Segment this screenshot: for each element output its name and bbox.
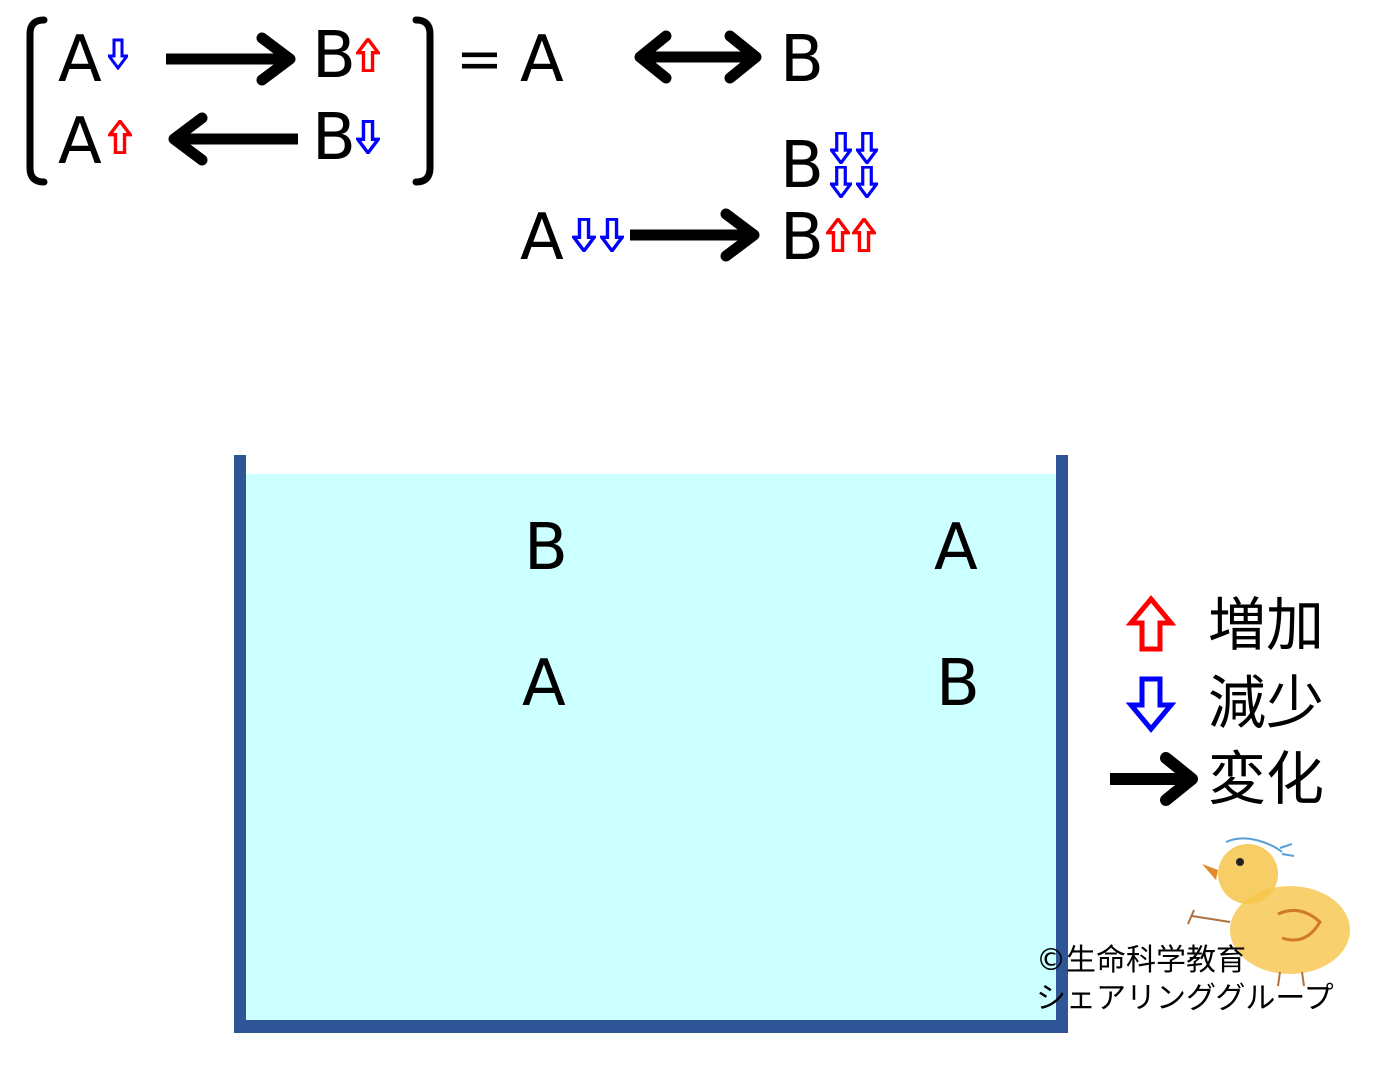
- right-arrow-icon: [1110, 752, 1198, 806]
- legend-change-label: 変化: [1208, 745, 1325, 813]
- down-arrow-icon: [830, 132, 852, 164]
- legend-increase-label: 増加: [1208, 591, 1325, 659]
- credit-line1: ©生命科学教育: [1036, 943, 1246, 978]
- double-arrow-icon: [634, 30, 762, 84]
- up-arrow-icon: [356, 38, 380, 72]
- beaker-left-top-label: B: [524, 511, 568, 585]
- down-arrow-icon: [1125, 676, 1177, 733]
- beaker-right-bottom-label: B: [936, 647, 980, 721]
- beaker-left-bottom-label: A: [522, 647, 566, 721]
- row2-right-species: B: [312, 101, 356, 175]
- legend-decrease-label: 減少: [1208, 669, 1325, 737]
- up-arrow-icon: [826, 218, 850, 252]
- down-arrow-icon: [356, 120, 380, 154]
- down-arrow-icon: [856, 132, 878, 164]
- beaker-right-wall: [1056, 455, 1068, 1033]
- shift-left-species: A: [520, 201, 564, 275]
- net-right-species: B: [780, 23, 824, 97]
- up-arrow-icon: [852, 218, 876, 252]
- net-left-species: A: [520, 23, 564, 97]
- down-arrow-icon: [830, 166, 852, 198]
- beaker-left-wall: [234, 455, 246, 1033]
- up-arrow-icon: [1125, 595, 1177, 652]
- beaker-bottom: [234, 1020, 1068, 1033]
- down-arrow-icon: [856, 166, 878, 198]
- up-arrow-icon: [108, 120, 132, 154]
- equals-sign: =: [456, 27, 503, 92]
- credit-line2: シェアリンググループ: [1036, 981, 1334, 1016]
- beaker-right-top-label: A: [934, 511, 978, 585]
- row1-left-species: A: [58, 23, 102, 97]
- shift-right-species: B: [780, 201, 824, 275]
- right-arrow-icon: [630, 208, 760, 262]
- right-arrow-icon: [166, 32, 296, 86]
- row1-right-species: B: [312, 19, 356, 93]
- b-decrease-species: B: [780, 129, 824, 203]
- left-bracket: [26, 16, 48, 186]
- beaker-water: [246, 474, 1056, 1020]
- down-arrow-icon: [600, 218, 624, 252]
- right-bracket: [412, 16, 434, 186]
- down-arrow-icon: [108, 38, 128, 70]
- left-arrow-icon: [168, 112, 298, 166]
- row2-left-species: A: [58, 105, 102, 179]
- chick-illustration: [1187, 837, 1350, 987]
- down-arrow-icon: [572, 218, 596, 252]
